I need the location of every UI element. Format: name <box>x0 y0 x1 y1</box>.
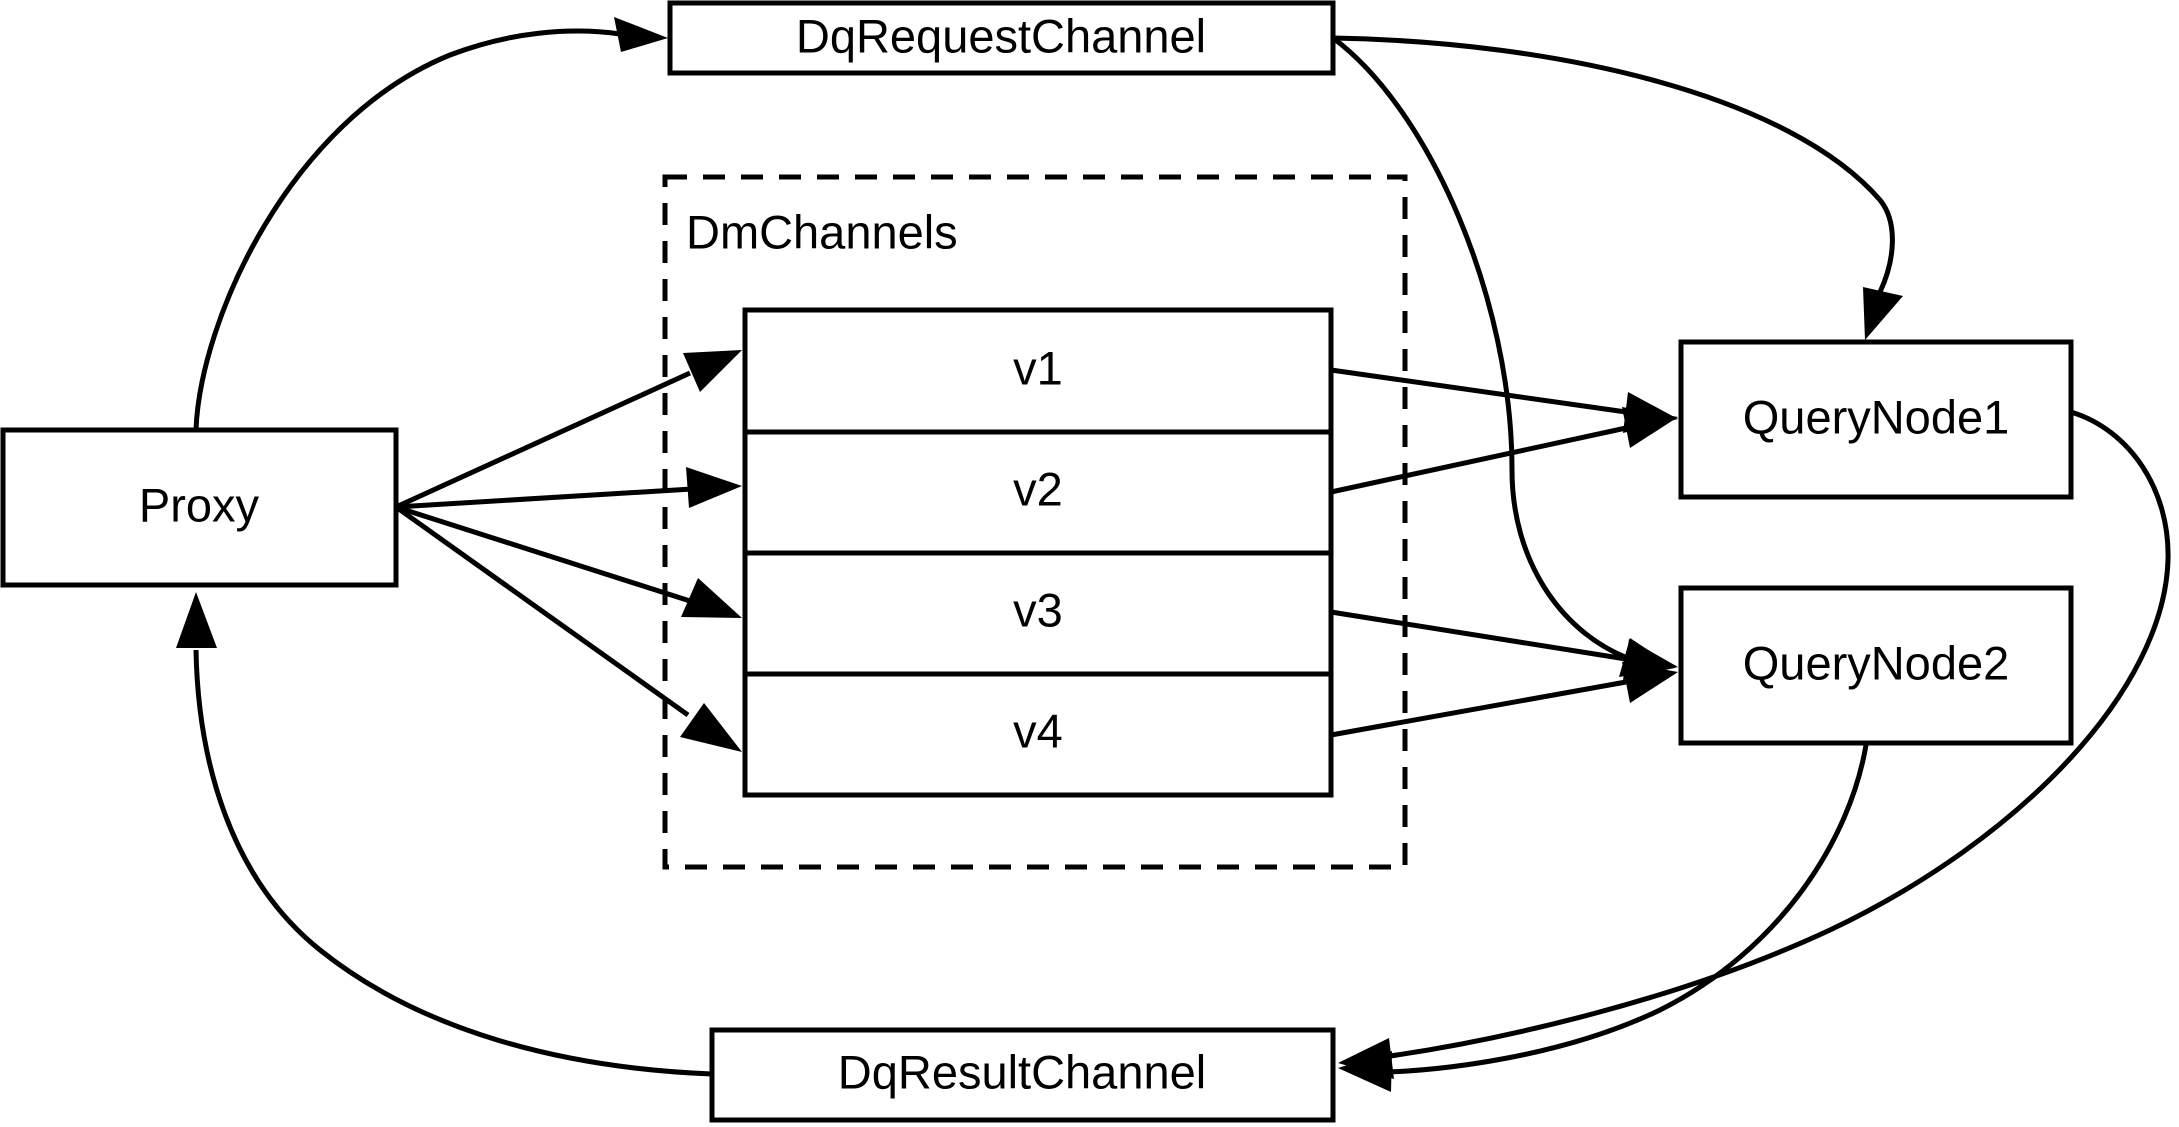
node-dq-request-channel-label: DqRequestChannel <box>796 9 1206 62</box>
edge-proxy-to-v4 <box>394 504 742 752</box>
edge-query-node-2-to-dq-result-channel <box>1338 744 1869 1092</box>
channel-label-v2: v2 <box>1013 462 1063 515</box>
channel-row-v4[interactable]: v4 <box>1013 704 1063 757</box>
dm-channels-stack: v1 v2 v3 v4 <box>742 307 1334 798</box>
edge-dq-request-channel-to-query-node-2 <box>1331 35 1675 677</box>
dm-channels-group-label: DmChannels <box>686 205 958 258</box>
node-proxy-label: Proxy <box>139 478 260 531</box>
node-dq-request-channel[interactable]: DqRequestChannel <box>667 0 1336 76</box>
edge-v2-to-query-node-1 <box>1330 407 1678 495</box>
edge-dq-result-channel-to-proxy <box>176 592 713 1077</box>
edge-v4-to-query-node-2 <box>1330 662 1678 738</box>
channel-row-v1[interactable]: v1 <box>1013 341 1063 394</box>
node-query-node-2-label: QueryNode2 <box>1743 636 2010 689</box>
edge-proxy-to-v3 <box>395 504 742 618</box>
channel-label-v4: v4 <box>1013 704 1063 757</box>
channel-row-v3[interactable]: v3 <box>1013 583 1063 636</box>
dm-channels-group: DmChannels <box>662 174 1408 870</box>
edge-proxy-to-v1 <box>394 350 742 510</box>
node-dq-result-channel-label: DqResultChannel <box>838 1045 1206 1098</box>
node-query-node-1-label: QueryNode1 <box>1743 390 2010 443</box>
node-dq-result-channel[interactable]: DqResultChannel <box>709 1027 1336 1123</box>
node-query-node-2[interactable]: QueryNode2 <box>1678 585 2074 746</box>
channel-label-v3: v3 <box>1013 583 1063 636</box>
edge-dq-request-channel-to-query-node-1 <box>1332 35 1903 340</box>
node-query-node-1[interactable]: QueryNode1 <box>1678 339 2074 500</box>
channel-row-v2[interactable]: v2 <box>1013 462 1063 515</box>
edge-proxy-to-v2 <box>395 467 742 510</box>
channel-label-v1: v1 <box>1013 341 1063 394</box>
edge-proxy-to-dq-request-channel <box>193 17 668 431</box>
node-proxy[interactable]: Proxy <box>0 427 399 588</box>
